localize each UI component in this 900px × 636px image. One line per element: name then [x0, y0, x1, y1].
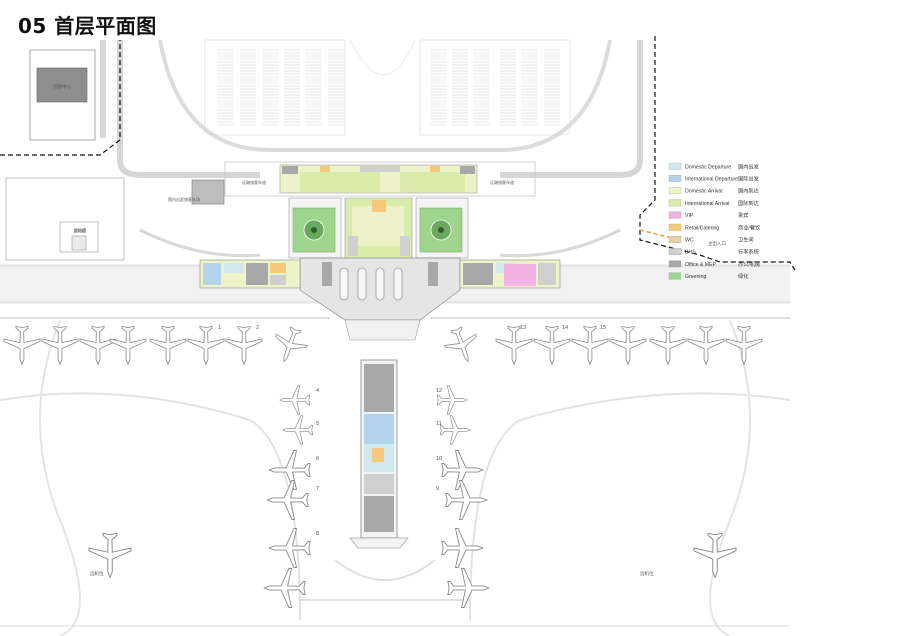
- gate-number: 13: [520, 325, 526, 331]
- aircraft-icon: [444, 326, 477, 363]
- aircraft-icon: [3, 325, 41, 366]
- legend-swatch: [668, 199, 682, 207]
- legend-label-cn: 商业/餐饮: [738, 223, 761, 231]
- gate-number: 7: [316, 486, 319, 492]
- legend-label-cn: 办公/机房: [738, 260, 760, 268]
- gate-number: 12: [436, 388, 442, 394]
- legend-label-cn: 卫生间: [738, 236, 754, 244]
- aircraft-icon: [609, 325, 647, 366]
- gate-number: 9: [436, 486, 439, 492]
- legend-label-en: International Departure: [685, 177, 738, 183]
- aircraft-layer: [3, 325, 763, 608]
- legend-swatch: [668, 236, 682, 243]
- gate-number: 1: [218, 325, 221, 331]
- center-building-label: 总部中心: [53, 83, 71, 90]
- gate-number: 10: [436, 456, 442, 462]
- aircraft-icon: [533, 325, 571, 366]
- apron-right-label: 远机位: [640, 570, 654, 577]
- admin-building: 航站楼: [5, 177, 225, 261]
- legend-label-en: Domestic Departure: [685, 164, 731, 170]
- aircraft-icon: [187, 325, 225, 366]
- gate-number: 2: [256, 325, 259, 331]
- legend-swatch: [668, 175, 682, 182]
- aircraft-icon: [88, 532, 132, 579]
- aircraft-icon: [571, 325, 609, 366]
- aircraft-icon: [109, 325, 147, 366]
- legend-label-cn: 国际出发: [738, 175, 759, 183]
- aircraft-icon: [262, 568, 306, 608]
- legend-label-en: Retail/Catering: [685, 225, 719, 231]
- aircraft-icon: [225, 325, 263, 366]
- legend-label-en: International Arrival: [685, 201, 729, 207]
- aircraft-icon: [495, 325, 533, 366]
- central-pier: [349, 359, 409, 549]
- aircraft-icon: [436, 385, 469, 415]
- legend-label-en: Office & MEP: [685, 262, 717, 268]
- aircraft-icon: [649, 325, 687, 366]
- aircraft-icon: [41, 325, 79, 366]
- curb-right-label: 远端旅客车道: [490, 179, 514, 185]
- aircraft-icon: [445, 480, 489, 520]
- legend-swatch: [668, 260, 682, 268]
- site-boundary-left: [0, 40, 121, 156]
- center-building: 总部中心: [29, 40, 106, 141]
- aircraft-icon: [265, 480, 309, 520]
- legend-swatch: [668, 223, 682, 231]
- legend-label-en: VIP: [685, 213, 694, 219]
- legend-label-en: Domestic Arrival: [685, 189, 722, 195]
- legend-swatch: [668, 248, 682, 256]
- legend-label-en: BHS: [685, 250, 696, 256]
- aircraft-icon: [441, 450, 485, 490]
- curb-left-label: 远端旅客车道: [242, 179, 266, 185]
- legend-label-cn: 国内出发: [738, 162, 759, 170]
- aircraft-icon: [447, 568, 491, 608]
- gate-number: 15: [600, 325, 606, 331]
- left-corridor-label: 国内出发旅客车场: [168, 196, 200, 202]
- gate-number: 8: [316, 531, 319, 537]
- aircraft-icon: [693, 532, 737, 579]
- legend-label-en: Greening: [685, 274, 706, 280]
- legend-label-cn: 绿化: [738, 272, 748, 280]
- aircraft-icon: [149, 325, 187, 366]
- gate-number: 11: [436, 421, 442, 427]
- site-boundary-right: [639, 36, 796, 271]
- legend-label-en: WC: [685, 238, 694, 244]
- legend-swatch: [668, 162, 682, 170]
- legend-swatch: [668, 187, 682, 195]
- legend-label-cn: 国际到达: [738, 199, 759, 207]
- apron-left-label: 远机位: [90, 570, 104, 577]
- aircraft-icon: [267, 450, 311, 490]
- legend-label-cn: 国内到达: [738, 187, 759, 195]
- aircraft-icon: [79, 325, 117, 366]
- aircraft-icon: [267, 528, 311, 568]
- legend-swatch: [668, 272, 682, 280]
- aircraft-icon: [275, 326, 308, 363]
- aircraft-icon: [278, 385, 311, 415]
- parking-lot: [204, 39, 571, 136]
- aircraft-icon: [687, 325, 725, 366]
- legend-label-cn: 贵宾: [738, 211, 748, 219]
- aircraft-icon: [281, 415, 314, 445]
- aircraft-icon: [441, 528, 485, 568]
- gate-number: 5: [316, 421, 319, 427]
- legend: Domestic Departure 国内出发 International Depa…: [668, 162, 761, 280]
- terminal-building: [199, 161, 561, 341]
- aircraft-icon: [725, 325, 763, 366]
- legend-swatch: [668, 211, 682, 219]
- gate-number: 14: [562, 325, 568, 331]
- entrance-label: 主出入口: [708, 240, 726, 247]
- page-title: 05 首层平面图: [18, 14, 157, 38]
- gate-number: 6: [316, 456, 319, 462]
- gate-number: 4: [316, 388, 319, 394]
- legend-label-cn: 行李系统: [738, 248, 759, 256]
- aircraft-icon: [439, 415, 472, 445]
- admin-building-label: 航站楼: [74, 227, 86, 233]
